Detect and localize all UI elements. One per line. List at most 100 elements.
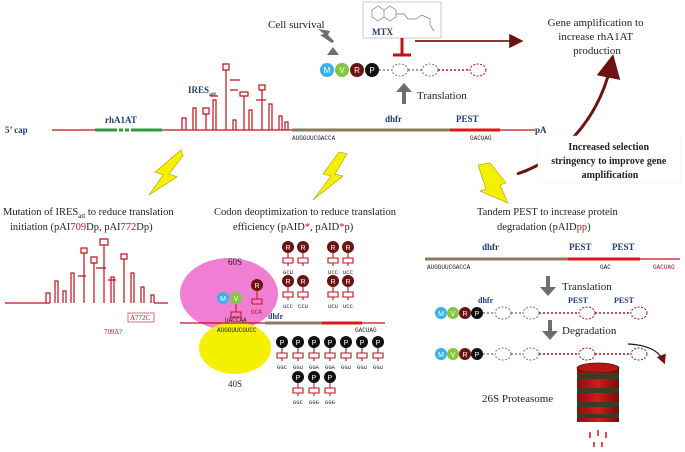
trna-p-0-3-codon: GGA — [325, 364, 336, 371]
ires-mutation-line1: Mutation of IRESatt to reduce translatio… — [3, 207, 174, 220]
chain2-m — [435, 348, 447, 360]
chain2-m-label: M — [438, 352, 444, 359]
ires-mutation-line2: initiation (pAI709Dp, pAI772Dp) — [10, 222, 153, 233]
residue-v — [335, 63, 349, 77]
a772c-box — [127, 312, 155, 323]
ribo-seq-end: GACUAG — [355, 327, 377, 334]
proteasome-26s — [576, 362, 620, 447]
chain2-v — [447, 348, 459, 360]
pest-label: PEST — [456, 114, 479, 124]
chain2-r-label: R — [462, 352, 467, 359]
trna-r-1-0: R UCC — [282, 275, 294, 310]
residue-v-label: V — [339, 66, 345, 75]
right-dhfr-label: dhfr — [482, 242, 499, 252]
trna-p-0-1-codon: GGU — [293, 364, 303, 371]
trna-p-1-1-codon: GGG — [309, 399, 319, 406]
chain1-r-label: R — [462, 311, 467, 318]
chain1-v-label: V — [451, 311, 456, 318]
trna-p-1-2-letter: P — [328, 375, 333, 382]
trna-r-0-1-codon: UCC — [328, 269, 339, 276]
chain1-p — [471, 307, 483, 319]
residue-r-label: R — [354, 66, 360, 75]
trna-p-1-0: P GGC — [292, 371, 304, 406]
trna-r-1-2-codon: UCU — [328, 303, 338, 310]
rha1at-label: rhA1AT — [105, 115, 137, 125]
pest-line2: degradation (pAIDpp) — [497, 222, 591, 233]
a772c-label: A772C — [130, 314, 151, 322]
right-pest1-label-2: PEST — [568, 296, 589, 305]
anticodon: UACCAA — [225, 317, 247, 324]
trna-p-1-0-codon: GGC — [293, 399, 304, 406]
red-codon: GCA — [251, 309, 262, 316]
codon-line2: efficiency (pAID*, pAID*p) — [233, 222, 354, 233]
trna-r-1-0-codon: UCC — [283, 303, 294, 310]
lightning-ires — [148, 149, 184, 196]
trna-r-0-2: R UCC — [342, 241, 354, 276]
selection-curved-arrow — [516, 54, 621, 176]
translation-label-right: Translation — [562, 281, 612, 293]
chain1-v — [447, 307, 459, 319]
residue-m — [320, 63, 334, 77]
trna-p-1-2: P GGG — [324, 371, 336, 406]
dhfr-label: dhfr — [385, 114, 402, 124]
ribo-m-label: M — [220, 296, 226, 303]
residue-m-label: M — [324, 66, 331, 75]
trna-r-0-0-letter: R — [285, 245, 290, 252]
polya-label: pA — [535, 125, 547, 135]
trna-p-1-1-letter: P — [312, 375, 317, 382]
ribosome-60s — [180, 258, 278, 330]
40s-label: 40S — [228, 379, 242, 389]
gene-amplification-label: Gene amplification to increase rhA1AT pr… — [548, 17, 647, 57]
trna-r-1-3-codon: UCC — [343, 303, 354, 310]
trna-p-1-0-letter: P — [296, 375, 301, 382]
trna-p-1-1: P GGG — [308, 371, 320, 406]
trna-p-0-4-letter: P — [344, 340, 349, 347]
trna-p-0-6-codon: GGU — [373, 364, 383, 371]
trna-r-0-2-codon: UCC — [343, 269, 354, 276]
cell-survival-label: Cell survival — [268, 19, 325, 31]
chain1-p-label: P — [475, 311, 480, 318]
trna-r-0-0-codon: GCU — [283, 269, 293, 276]
right-seq-start: AUGGUUCGACCA — [427, 264, 471, 271]
trna-r-0-extra: R — [297, 241, 309, 266]
right-pest2-label: PEST — [612, 242, 635, 252]
ires-structure-top — [181, 63, 289, 130]
selection-text: Increased selection stringency to improv… — [551, 142, 669, 181]
residue-r — [350, 63, 364, 77]
60s-label: 60S — [228, 257, 242, 267]
trna-p-1-2-codon: GGG — [325, 399, 335, 406]
right-dhfr-label-2: dhfr — [478, 296, 494, 305]
translation-arrow-top — [396, 83, 412, 104]
chain2-p — [471, 348, 483, 360]
chain1-r — [459, 307, 471, 319]
d709-label: 709Δ? — [104, 328, 122, 336]
right-pest2-label-2: PEST — [614, 296, 635, 305]
trna-r-0-1-letter: R — [330, 245, 335, 252]
five-cap-label: 5’ cap — [5, 125, 28, 135]
trna-p-0-5-codon: GGU — [357, 364, 367, 371]
right-seq-mid: GAC — [600, 264, 611, 271]
curved-arrow-proteasome — [627, 343, 666, 365]
ribo-r-label: R — [254, 283, 259, 290]
trna-r-0-2-letter: R — [345, 245, 350, 252]
ribosome-40s — [199, 322, 271, 374]
degradation-arrow — [542, 320, 558, 340]
trna-r-1-0-letter: R — [285, 279, 290, 286]
right-pest1-label: PEST — [569, 242, 592, 252]
residue-p — [365, 63, 379, 77]
chain1-m — [435, 307, 447, 319]
chain2-p-label: P — [475, 352, 480, 359]
top-polypeptide: M V R P — [320, 63, 487, 77]
right-seq-end: GACUAG — [653, 264, 675, 271]
residue-p-label: P — [369, 66, 374, 75]
chain1-m-label: M — [438, 311, 444, 318]
